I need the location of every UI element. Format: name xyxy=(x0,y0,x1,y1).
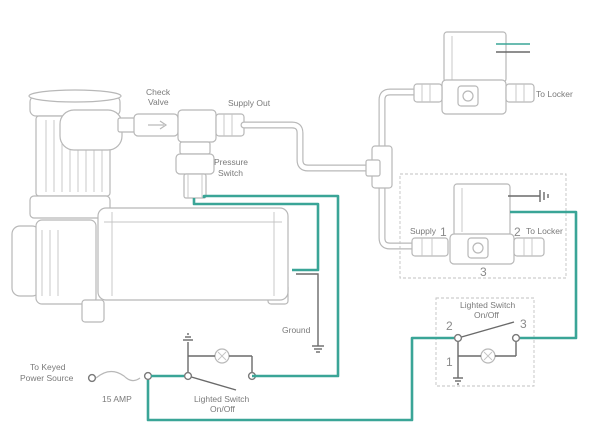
check-valve xyxy=(133,113,179,137)
label-to-keyed-1: To Keyed xyxy=(30,362,66,372)
wire-right-switch-to-solenoid xyxy=(510,210,578,340)
locker-solenoid-top xyxy=(413,31,535,115)
label-supply-out: Supply Out xyxy=(228,98,271,108)
key-power-terminal xyxy=(87,373,97,383)
switch-dashed-box xyxy=(435,297,535,387)
fuse-wire xyxy=(95,370,141,382)
label-pressure-switch-2: Switch xyxy=(218,168,243,178)
pipe-tee xyxy=(365,145,393,189)
label-supply: Supply xyxy=(410,226,437,236)
fuse-terminal xyxy=(143,371,153,381)
label-pressure-switch-1: Pressure xyxy=(214,157,248,167)
label-switch-left-2: On/Off xyxy=(210,404,236,414)
solenoid-dashed-box xyxy=(399,173,567,279)
label-fuse: 15 AMP xyxy=(102,394,132,404)
wire-pressure-feed xyxy=(202,194,340,378)
lighted-switch-right xyxy=(453,321,521,385)
label-port-1: 1 xyxy=(440,225,447,239)
pressure-switch xyxy=(175,141,215,199)
label-to-locker-top: To Locker xyxy=(536,89,573,99)
air-supply-line xyxy=(240,88,418,250)
ground-wire xyxy=(296,273,319,346)
label-switch-left-1: Lighted Switch xyxy=(194,394,250,404)
air-compressor xyxy=(11,89,289,323)
lighted-switch-left xyxy=(183,333,257,391)
label-ground: Ground xyxy=(282,325,311,335)
label-switch-right-2: On/Off xyxy=(474,310,500,320)
label-port-2: 2 xyxy=(514,225,521,239)
manifold-tee xyxy=(177,109,245,143)
label-switch-right-1: Lighted Switch xyxy=(460,300,516,310)
wire-loop-to-right-switch xyxy=(146,336,454,422)
label-port-3: 3 xyxy=(480,265,487,279)
label-check-valve-1: Check xyxy=(146,87,171,97)
label-to-keyed-2: Power Source xyxy=(20,373,74,383)
label-sw-term-1: 1 xyxy=(446,355,453,369)
label-check-valve-2: Valve xyxy=(148,97,169,107)
wire-pressure-switch xyxy=(192,198,320,272)
label-sw-term-2: 2 xyxy=(446,319,453,333)
label-to-locker-mid: To Locker xyxy=(526,226,563,236)
label-sw-term-3: 3 xyxy=(520,317,527,331)
locker-solenoid-mid xyxy=(411,183,549,265)
